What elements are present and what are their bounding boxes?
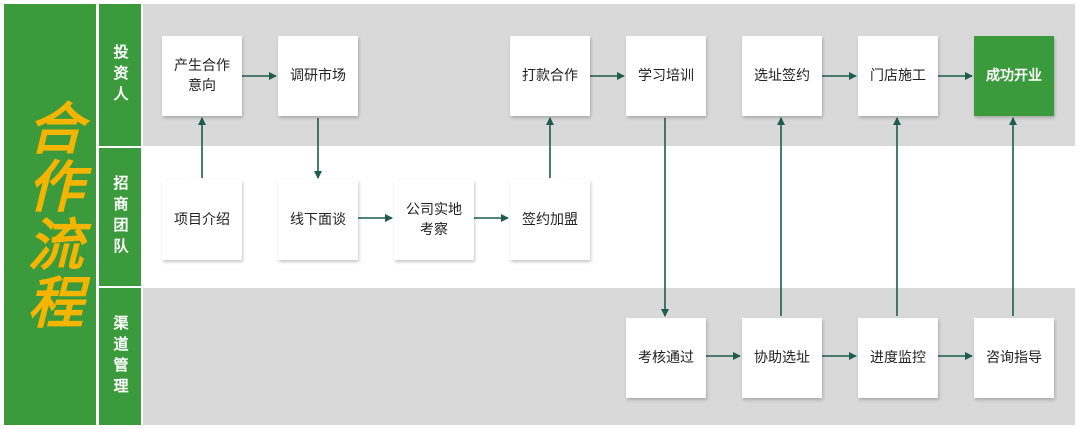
node-join: 签约加盟 — [510, 180, 590, 260]
role-investor: 投资人 — [99, 4, 141, 146]
node-assess: 考核通过 — [626, 318, 706, 398]
node-consult: 咨询指导 — [974, 318, 1054, 398]
role-channel-management: 渠道管理 — [99, 288, 141, 425]
node-research: 调研市场 — [278, 36, 358, 116]
node-site-sign: 选址签约 — [742, 36, 822, 116]
node-intent: 产生合作意向 — [162, 36, 242, 116]
node-construction: 门店施工 — [858, 36, 938, 116]
flow-title: 合作流程 — [18, 98, 83, 331]
node-opening: 成功开业 — [974, 36, 1054, 116]
node-inspect: 公司实地考察 — [394, 180, 474, 260]
node-intro: 项目介绍 — [162, 180, 242, 260]
node-monitor: 进度监控 — [858, 318, 938, 398]
role-recruiting-team: 招商团队 — [99, 148, 141, 286]
title-bar — [4, 4, 96, 425]
node-training: 学习培训 — [626, 36, 706, 116]
node-offline: 线下面谈 — [278, 180, 358, 260]
node-site-help: 协助选址 — [742, 318, 822, 398]
node-payment: 打款合作 — [510, 36, 590, 116]
